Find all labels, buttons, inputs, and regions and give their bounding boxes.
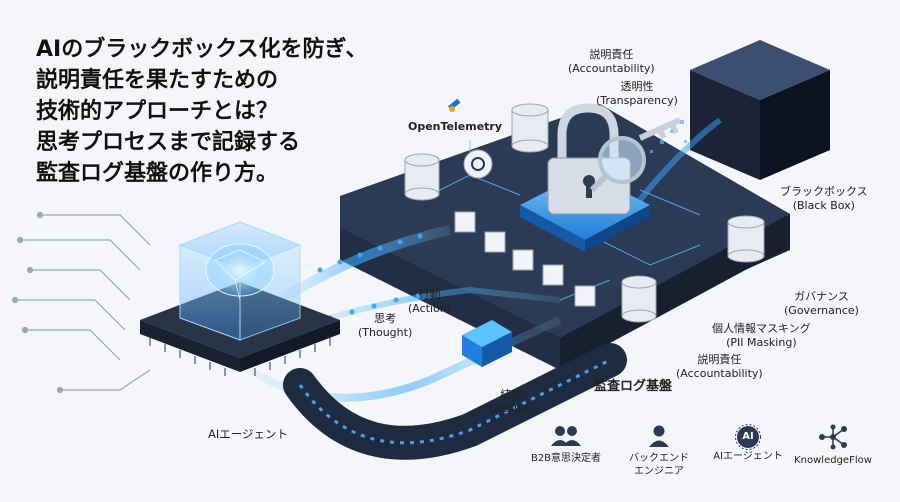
label-governance: ガバナンス (Governance) xyxy=(784,290,859,318)
headline-line: 思考プロセスまで記録する xyxy=(36,130,301,155)
label-accountability-top-jp: 説明責任 xyxy=(589,48,634,61)
label-action: 行動 (Action) xyxy=(408,288,451,316)
label-blackbox-jp: ブラックボックス xyxy=(780,185,868,198)
label-ai-agent: AIエージェント xyxy=(208,427,289,441)
label-thought-en: (Thought) xyxy=(358,326,413,339)
ai-badge-text: AI xyxy=(742,431,754,442)
persona-ai-agent: AI AIエージェント xyxy=(688,424,808,463)
label-pii: 個人情報マスキング (PII Masking) xyxy=(712,322,811,350)
persona-backend-line2: エンジニア xyxy=(634,466,684,477)
flow-icon xyxy=(819,424,847,450)
persona-ai-agent-label: AIエージェント xyxy=(713,451,783,462)
user-icon xyxy=(649,425,669,447)
label-opentelemetry: OpenTelemetry xyxy=(408,120,503,133)
persona-backend: バックエンド エンジニア xyxy=(599,424,719,478)
label-transparency: 透明性 (Transparency) xyxy=(596,80,678,108)
label-pii-jp: 個人情報マスキング xyxy=(712,322,811,335)
label-accountability-bottom-jp: 説明責任 xyxy=(697,353,742,366)
persona-backend-line1: バックエンド xyxy=(629,453,689,464)
label-accountability-bottom-en: (Accountability) xyxy=(676,367,763,380)
label-thought-jp: 思考 xyxy=(374,312,397,325)
label-blackbox-en: (Black Box) xyxy=(792,199,855,212)
label-pii-en: (PII Masking) xyxy=(726,336,797,349)
padlock-graphic xyxy=(547,103,682,215)
label-transparency-jp: 透明性 xyxy=(620,80,654,93)
db-cylinders xyxy=(404,103,765,323)
label-result-jp: 結果 xyxy=(500,388,523,401)
label-transparency-en: (Transparency) xyxy=(596,94,678,107)
label-accountability-top-en: (Accountability) xyxy=(568,62,655,75)
users-icon xyxy=(551,426,581,446)
log-blocks xyxy=(454,211,596,307)
label-governance-jp: ガバナンス xyxy=(794,290,849,303)
ai-circle-icon: AI xyxy=(735,424,761,450)
headline: AIのブラックボックス化を防ぎ、 説明責任を果たすための 技術的アプローチとは？… xyxy=(36,34,396,189)
label-thought: 思考 (Thought) xyxy=(358,312,412,340)
result-conduit xyxy=(283,320,627,460)
persona-knowledgeflow: KnowledgeFlow xyxy=(773,424,893,467)
ai-agent-chip xyxy=(140,221,340,376)
label-result: 結果 (Result) xyxy=(490,388,533,416)
label-accountability-top: 説明責任 (Accountability) xyxy=(568,48,655,76)
label-blackbox: ブラックボックス (Black Box) xyxy=(780,185,868,213)
headline-line: 監査ログ基盤の作り方。 xyxy=(36,161,279,186)
label-accountability-bottom: 説明責任 (Accountability) xyxy=(676,353,763,381)
label-result-en: (Result) xyxy=(490,402,533,415)
telescope-icon xyxy=(448,98,461,112)
headline-line: 技術的アプローチとは？ xyxy=(36,99,279,124)
label-audit-log-platform: 監査ログ基盤 xyxy=(594,379,673,394)
observability-node xyxy=(463,149,493,179)
black-box-cube xyxy=(650,40,830,180)
label-action-en: (Action) xyxy=(408,302,452,315)
headline-line: AIのブラックボックス化を防ぎ、 xyxy=(36,37,368,62)
persona-knowledgeflow-label: KnowledgeFlow xyxy=(794,455,872,466)
label-governance-en: (Governance) xyxy=(784,304,859,317)
persona-b2b-label: B2B意思決定者 xyxy=(530,453,602,464)
headline-line: 説明責任を果たすための xyxy=(36,68,279,93)
label-action-jp: 行動 xyxy=(418,288,441,301)
circuit-traces-left xyxy=(11,211,151,394)
persona-b2b: B2B意思決定者 xyxy=(506,424,626,465)
